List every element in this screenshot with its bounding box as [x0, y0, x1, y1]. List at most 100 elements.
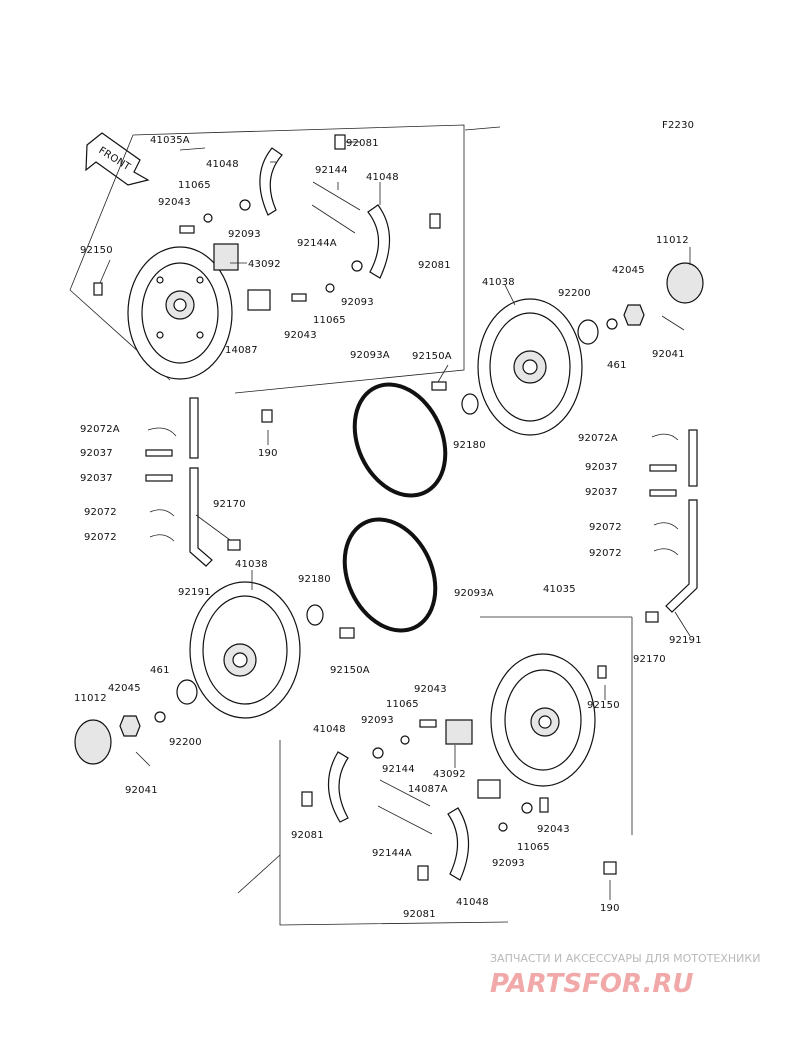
- bolt-190-lower: [603, 861, 617, 875]
- band-92037-left-1: [145, 449, 173, 457]
- bracket-14087: [247, 289, 271, 311]
- brake-shoe-upper-left: [259, 147, 283, 216]
- callout: 92170: [633, 654, 666, 665]
- callout: 92081: [403, 909, 436, 920]
- bolt-92150a-lower: [339, 627, 355, 639]
- washer-11065-upper: [203, 213, 213, 223]
- callout: 92144A: [297, 238, 337, 249]
- washer-461-upper: [606, 318, 618, 330]
- callout: 11065: [386, 699, 419, 710]
- callout: 42045: [612, 265, 645, 276]
- callout: 92093: [492, 858, 525, 869]
- callout: 92072: [589, 522, 622, 533]
- clip-92072a-left: [147, 427, 177, 437]
- hose-left-upper: [189, 397, 199, 459]
- callout: 92072A: [80, 424, 120, 435]
- watermark: ЗАПЧАСТИ И АКСЕССУАРЫ ДЛЯ МОТОТЕХНИКИ PA…: [490, 952, 760, 999]
- band-92037-right-2: [649, 489, 677, 497]
- callout: 92072: [84, 507, 117, 518]
- callout: 92041: [652, 349, 685, 360]
- cotter-pin-92041-upper: [661, 315, 685, 331]
- o-ring-92180-lower: [306, 604, 324, 626]
- callout: 14087A: [408, 784, 448, 795]
- callout: 11065: [517, 842, 550, 853]
- callout: 92037: [80, 448, 113, 459]
- nut-92093-lower-2: [521, 802, 533, 814]
- washer-11065-lower: [400, 735, 410, 745]
- callout: 41035: [543, 584, 576, 595]
- callout: 41048: [456, 897, 489, 908]
- cap-11012-upper: [666, 262, 704, 304]
- callout: 41035A: [150, 135, 190, 146]
- callout: 190: [258, 448, 278, 459]
- brake-shoe-upper-right: [367, 204, 391, 279]
- cap-11012-lower: [74, 719, 112, 765]
- callout: 92150A: [412, 351, 452, 362]
- clamp-92170-left: [227, 539, 241, 551]
- callout-labels: 41035A 92081 41048 92144 41048 11065 920…: [74, 135, 702, 920]
- lower-frame-slash: [237, 854, 281, 894]
- callout: 92144: [315, 165, 348, 176]
- callout: 92144A: [372, 848, 412, 859]
- callout: 11012: [74, 693, 107, 704]
- diagram-code: F2230: [662, 120, 694, 131]
- callout: 41038: [235, 559, 268, 570]
- brake-drum-lower: [189, 581, 301, 719]
- washer-92200-lower: [176, 679, 198, 705]
- clamp-92170-right: [645, 611, 659, 623]
- callout: 461: [607, 360, 627, 371]
- bracket-14087a: [477, 779, 501, 799]
- spring-clip-upper: [334, 134, 346, 150]
- callout: 92072: [84, 532, 117, 543]
- callout: 42045: [108, 683, 141, 694]
- callout: 92200: [558, 288, 591, 299]
- callout: 92093: [361, 715, 394, 726]
- spring-clip-lower-right: [417, 865, 429, 881]
- spring-clip-upper-right: [429, 213, 441, 229]
- nut-42045-lower: [119, 715, 141, 737]
- callout: 92150A: [330, 665, 370, 676]
- hose-right-upper: [688, 429, 698, 487]
- callout: 92093A: [454, 588, 494, 599]
- nut-92093-upper: [239, 199, 251, 211]
- upper-frame: [132, 124, 465, 394]
- callout: 92144: [382, 764, 415, 775]
- band-92037-right-1: [649, 464, 677, 472]
- callout: 43092: [433, 769, 466, 780]
- seal-92093a-upper: [352, 382, 448, 498]
- spring-92144a-lower: [377, 805, 433, 835]
- washer-11065-upper-2: [325, 283, 335, 293]
- callout: 92072A: [578, 433, 618, 444]
- clip-92072-left-1: [149, 509, 175, 517]
- callout: 92037: [585, 487, 618, 498]
- bolt-92150a-upper: [431, 381, 447, 391]
- callout: 11065: [178, 180, 211, 191]
- front-arrow-icon: FRONT: [85, 132, 150, 186]
- bolt-92150-lower: [597, 665, 607, 679]
- nut-42045-upper: [623, 304, 645, 326]
- callout: 92150: [587, 700, 620, 711]
- callout: 92081: [291, 830, 324, 841]
- bolt-92150-upper: [93, 282, 103, 296]
- callout: 41048: [313, 724, 346, 735]
- brake-drum-upper: [477, 298, 583, 436]
- brake-shoe-lower-right: [447, 807, 470, 881]
- callout: 92180: [298, 574, 331, 585]
- callout: 92093A: [350, 350, 390, 361]
- clip-92072-right-1: [653, 522, 679, 530]
- clip-92072-right-2: [653, 548, 679, 556]
- callout: 92093: [228, 229, 261, 240]
- callout: 92041: [125, 785, 158, 796]
- spring-92144a: [311, 204, 356, 234]
- callout: 41048: [366, 172, 399, 183]
- spring-92144-lower: [379, 779, 431, 807]
- callout: 92081: [346, 138, 379, 149]
- callout: 92191: [669, 635, 702, 646]
- callout: 41048: [206, 159, 239, 170]
- callout: 14087: [225, 345, 258, 356]
- spring-92144: [312, 181, 361, 211]
- upper-frame-left: [69, 134, 134, 291]
- wheel-cylinder-43092-lower: [445, 719, 473, 745]
- pin-92043-upper: [179, 225, 195, 234]
